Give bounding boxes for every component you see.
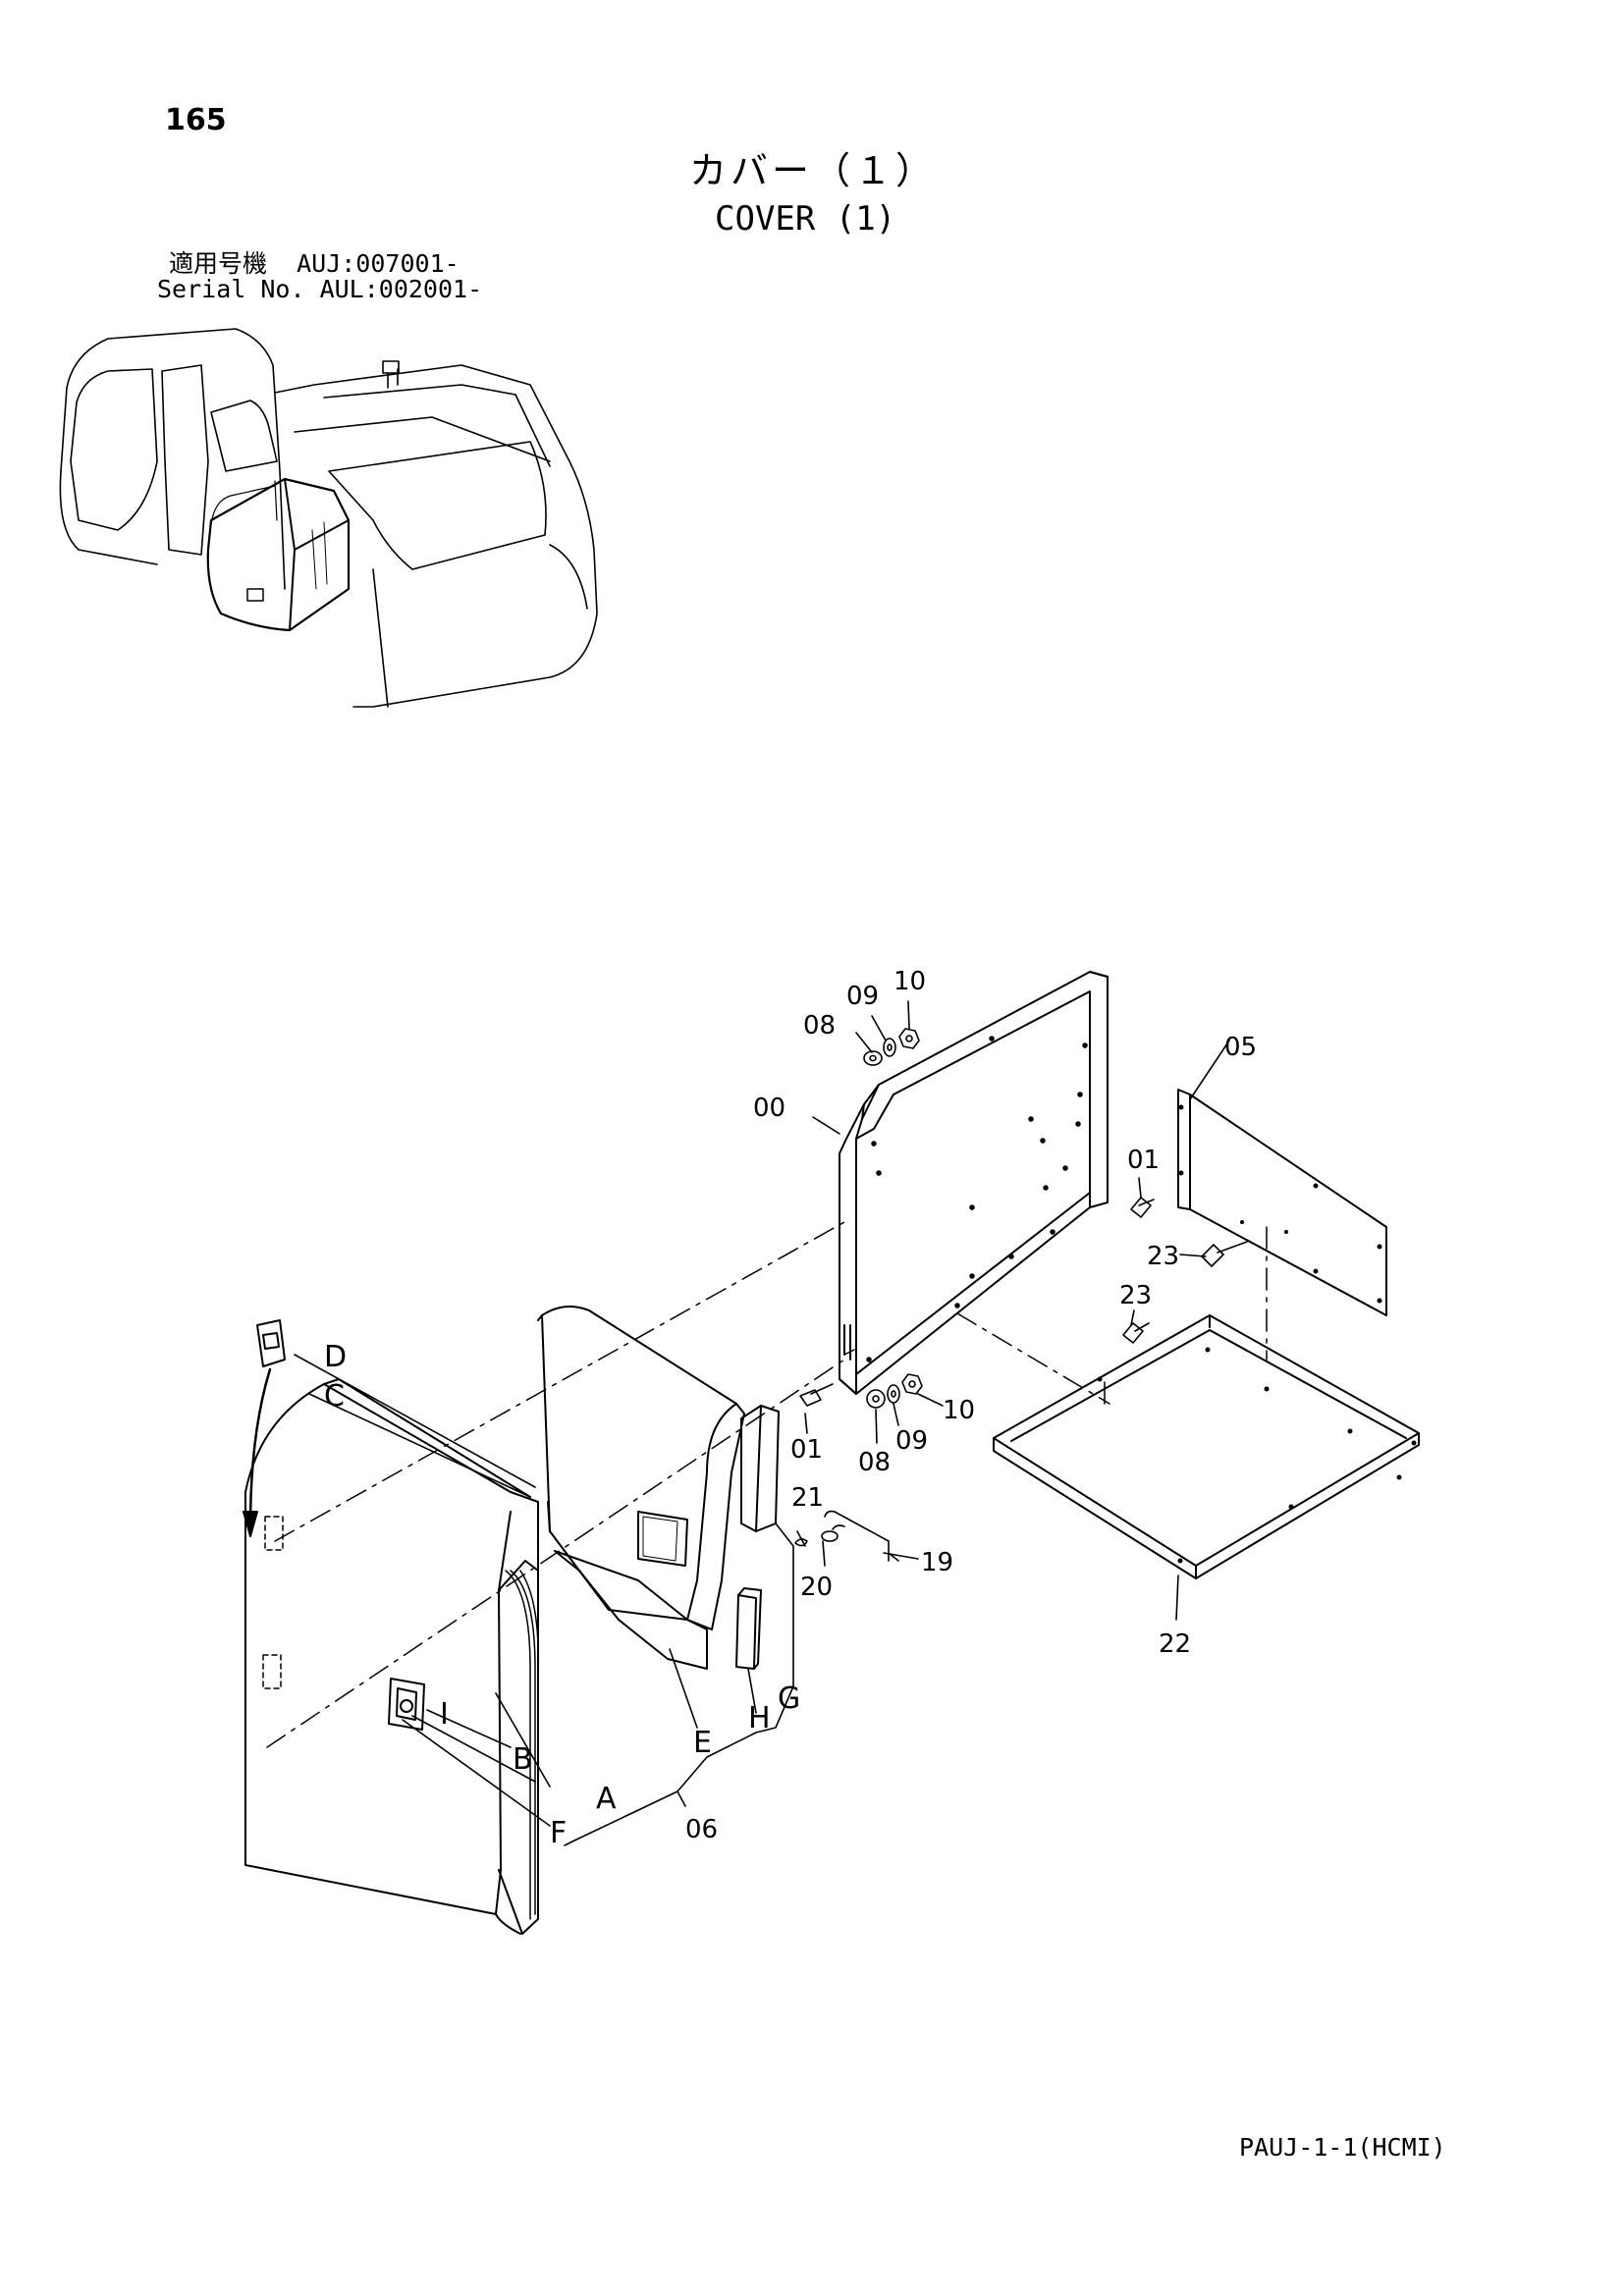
leader-lines [294, 1000, 1230, 1846]
document-code: PAUJ-1-1(HCMI) [1239, 2133, 1446, 2162]
door-hinge [264, 1516, 284, 1551]
callout-19: 19 [921, 1548, 953, 1577]
pad-large [541, 1306, 737, 1621]
nut-10 [901, 1373, 923, 1395]
machine-location-thumbnail [59, 328, 598, 708]
callout-01: 01 [790, 1435, 823, 1465]
bolt-23 [1122, 1322, 1150, 1344]
part-22-tray [993, 1314, 1420, 1579]
clip-21 [794, 1538, 808, 1547]
callout-e: E [693, 1726, 712, 1760]
callout-08: 08 [803, 1011, 836, 1041]
part-00-frame-panel [839, 971, 1109, 1395]
callout-d: D [324, 1340, 347, 1374]
pad-e-lower [554, 1550, 708, 1670]
thumbnail-cover-highlight [206, 477, 351, 632]
washer-20 [821, 1530, 839, 1542]
callout-08: 08 [858, 1448, 891, 1477]
insulation-pads [537, 1306, 780, 1670]
door-lock [388, 1678, 425, 1731]
thumbnail-body [274, 364, 598, 708]
serial-applicability-japanese: 適用号機 AUJ:007001- [169, 249, 460, 278]
callout-a: A [596, 1782, 617, 1816]
callout-09: 09 [895, 1426, 928, 1456]
callout-23: 23 [1147, 1242, 1179, 1271]
nut-10 [898, 1028, 920, 1049]
callout-10: 10 [893, 967, 926, 996]
page-title: COVER (1) [715, 199, 896, 239]
callout-23: 23 [1119, 1281, 1152, 1310]
part-05-plate [1177, 1089, 1387, 1316]
washer-09 [887, 1384, 900, 1404]
washer-08 [863, 1050, 883, 1066]
swing-arrow [248, 1367, 272, 1528]
callout-01: 01 [1127, 1146, 1160, 1175]
callout-c: C [324, 1379, 345, 1414]
callout-22: 22 [1159, 1629, 1191, 1659]
callout-i: I [440, 1697, 449, 1732]
door-hinge [262, 1654, 282, 1689]
callout-09: 09 [846, 982, 879, 1011]
callout-05: 05 [1224, 1033, 1257, 1062]
thumbnail-cab-window [161, 364, 209, 556]
callout-20: 20 [800, 1573, 833, 1602]
callout-g: G [778, 1682, 800, 1716]
thumbnail-cab [60, 328, 286, 590]
pad-h [735, 1594, 757, 1670]
bolt-01 [799, 1383, 834, 1407]
page-title-japanese: カバー（１） [689, 149, 938, 192]
callout-b: B [513, 1742, 533, 1777]
washer-08 [866, 1389, 886, 1409]
callout-f: F [550, 1816, 567, 1850]
callout-10: 10 [943, 1396, 975, 1425]
page-number: 165 [165, 103, 227, 137]
thumbnail-cab-window [70, 368, 158, 531]
callout-00: 00 [753, 1094, 785, 1123]
callout-21: 21 [791, 1483, 824, 1513]
washer-09 [883, 1038, 896, 1057]
bolt-23 [1201, 1241, 1248, 1267]
callout-labels: 00 08 09 10 05 01 23 23 01 08 09 10 21 2… [324, 967, 1257, 1850]
assembly-lines [266, 1221, 1268, 1748]
serial-applicability: Serial No. AUL:002001- [157, 275, 483, 303]
callout-06: 06 [685, 1815, 718, 1844]
bolt-01 [1130, 1197, 1155, 1218]
door-latch [256, 1319, 286, 1367]
callout-h: H [748, 1701, 771, 1735]
part-06-door [243, 1319, 539, 1935]
